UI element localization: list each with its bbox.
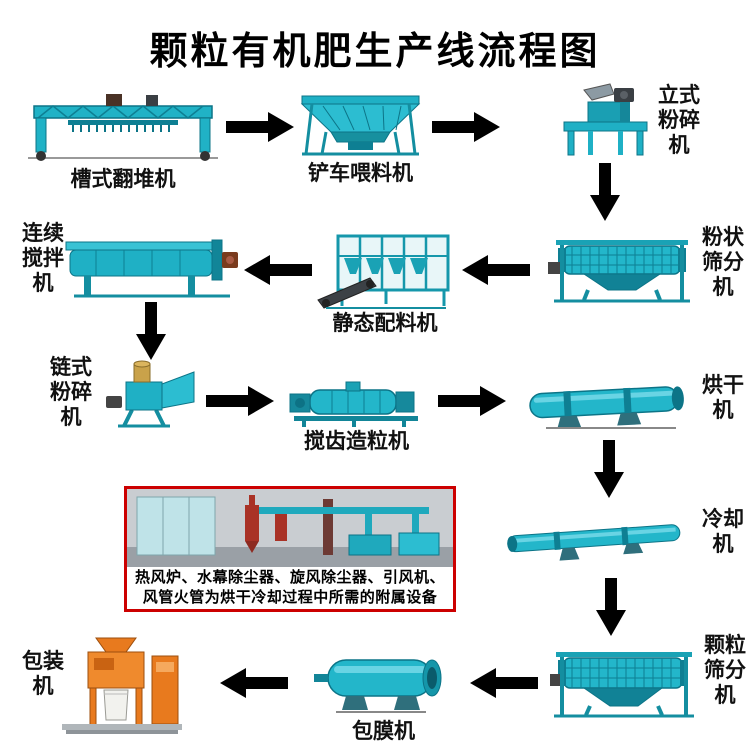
granule-screener-image — [550, 640, 700, 720]
label-cooler: 冷却机 — [702, 508, 744, 556]
packing-machine-image — [52, 636, 197, 736]
arrow-batcher-to-mixer — [244, 255, 312, 285]
auxiliary-equipment-photo — [127, 489, 453, 567]
label-packing-machine: 包装机 — [22, 650, 64, 698]
cooler-image — [502, 508, 692, 568]
label-dryer: 烘干机 — [702, 374, 744, 422]
vertical-crusher-image — [558, 82, 653, 157]
auxiliary-equipment-panel: 热风炉、水幕除尘器、旋风除尘器、引风机、 风管火管为烘干冷却过程中所需的附属设备 — [124, 486, 456, 612]
label-continuous-mixer: 连续搅拌机 — [22, 222, 64, 295]
label-coating-machine: 包膜机 — [352, 720, 415, 743]
label-granule-screener: 颗粒筛分机 — [704, 634, 746, 707]
powder-screener-image — [548, 226, 696, 306]
arrow-turner-to-feeder — [226, 112, 294, 142]
arrow-granule-screener-to-coating — [470, 668, 538, 698]
coating-machine-image — [306, 650, 461, 718]
arrow-vertical-crusher-to-powder-screener — [590, 163, 620, 221]
label-loader-feeder: 铲车喂料机 — [308, 162, 413, 185]
label-chain-crusher: 链式粉碎机 — [50, 356, 92, 429]
static-batcher-image — [316, 230, 454, 310]
chain-crusher-image — [98, 358, 198, 430]
label-vertical-crusher: 立式粉碎机 — [658, 84, 700, 157]
auxiliary-note-line2: 风管火管为烘干冷却过程中所需的附属设备 — [142, 589, 438, 606]
label-powder-screener: 粉状筛分机 — [702, 226, 744, 299]
arrow-granulator-to-dryer — [438, 386, 506, 416]
arrow-coating-to-packing — [220, 668, 288, 698]
arrow-powder-screener-to-batcher — [462, 255, 530, 285]
continuous-mixer-image — [60, 226, 240, 301]
auxiliary-note-line1: 热风炉、水幕除尘器、旋风除尘器、引风机、 — [134, 569, 445, 586]
dryer-image — [526, 376, 691, 431]
label-trough-turner: 槽式翻堆机 — [70, 168, 176, 191]
page-title: 颗粒有机肥生产线流程图 — [149, 31, 601, 73]
arrow-mixer-to-chain-crusher — [136, 302, 166, 360]
stirring-granulator-image — [284, 380, 429, 428]
arrow-chain-crusher-to-granulator — [206, 386, 274, 416]
label-static-batcher: 静态配料机 — [332, 312, 438, 335]
arrow-cooler-to-granule-screener — [596, 578, 626, 636]
arrow-dryer-to-cooler — [594, 440, 624, 498]
label-stirring-granulator: 搅齿造粒机 — [304, 430, 409, 453]
trough-turner-image — [28, 86, 218, 166]
loader-feeder-image — [298, 92, 423, 160]
arrow-feeder-to-vertical-crusher — [432, 112, 500, 142]
